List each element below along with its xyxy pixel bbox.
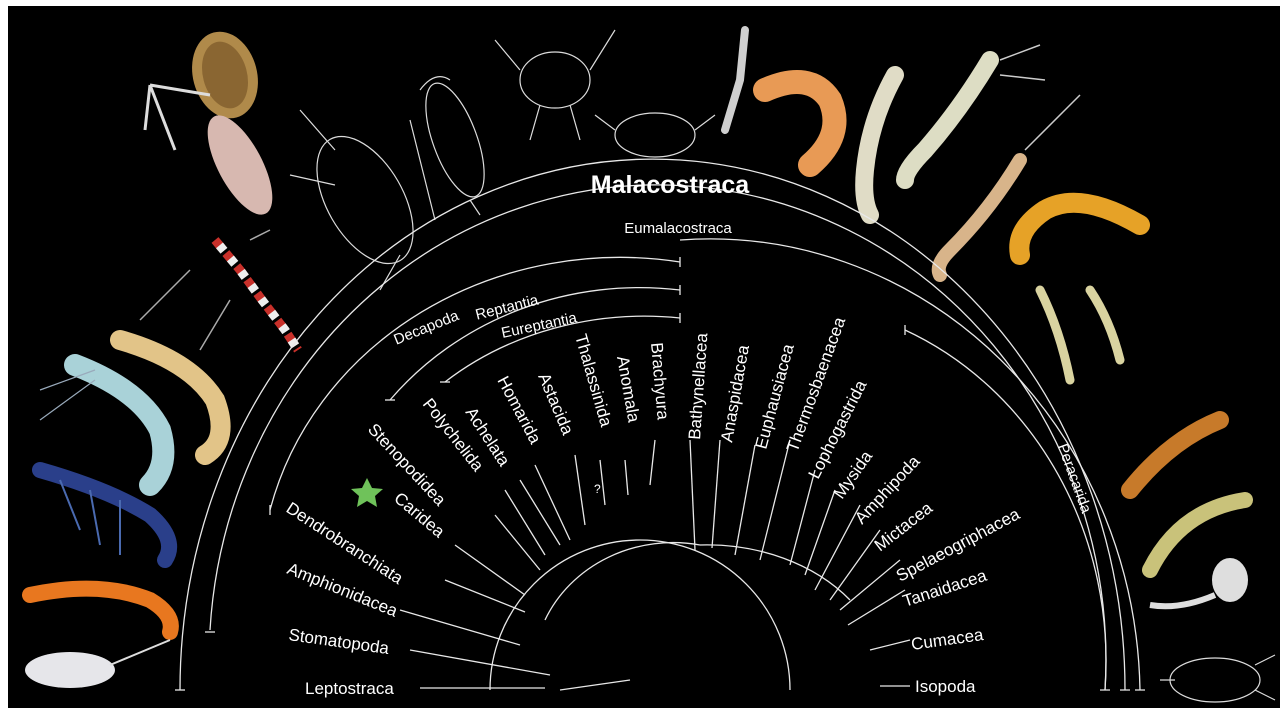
leaf-line	[650, 440, 655, 485]
leaf-line	[575, 455, 585, 525]
taxon-labels: Leptostraca Stomatopoda Amphionidacea De…	[283, 314, 1024, 698]
branch-line	[560, 680, 630, 690]
taxon-label: Cumacea	[910, 625, 985, 654]
crustacean-illustration	[595, 113, 715, 157]
leaf-line	[870, 640, 910, 650]
leaf-line	[712, 440, 720, 548]
uncertain-mark: ?	[594, 482, 601, 496]
taxon-label: Anaspidacea	[717, 343, 753, 444]
crustacean-illustration	[1130, 420, 1220, 490]
taxon-label: Astacida	[534, 370, 577, 438]
crustacean-illustration	[1019, 203, 1140, 255]
crustacean-illustration	[40, 365, 163, 485]
leaf-line	[805, 490, 835, 575]
taxon-label: Leptostraca	[305, 679, 394, 698]
page-title: Malacostraca	[591, 171, 751, 199]
taxon-label: Brachyura	[647, 342, 673, 421]
crustacean-illustration	[140, 230, 298, 350]
crustacean-illustration	[290, 110, 435, 290]
taxon-label: Isopoda	[915, 677, 976, 696]
leaf-line	[760, 440, 790, 560]
branch-arc	[210, 185, 1106, 690]
crustacean-illustration	[1150, 558, 1248, 606]
tree-branches	[175, 159, 1145, 690]
leaf-line	[505, 490, 545, 555]
leaf-line	[790, 470, 815, 565]
leaf-line	[600, 460, 605, 505]
crustacean-illustration	[25, 640, 170, 688]
leaf-line	[495, 515, 540, 570]
clade-label-eumalacostraca: Eumalacostraca	[624, 220, 732, 237]
branch-arc	[545, 543, 700, 620]
branch-arc	[490, 540, 790, 690]
leaf-line	[625, 460, 628, 495]
crustacean-illustration	[725, 30, 745, 130]
taxon-label: Stomatopoda	[287, 625, 390, 658]
crustacean-illustration	[765, 82, 835, 165]
crustacean-illustration	[30, 589, 171, 632]
crustacean-illustration	[864, 75, 895, 215]
leaf-line	[690, 440, 695, 550]
crustacean-illustration	[1160, 655, 1275, 702]
taxon-label: Anomala	[613, 354, 643, 424]
leaf-line	[735, 445, 755, 555]
crustacean-illustration	[1040, 290, 1120, 380]
star-icon	[351, 478, 383, 507]
taxon-label: Bathynellacea	[685, 332, 711, 440]
branch-arc	[700, 545, 850, 600]
leaf-line	[840, 560, 900, 610]
branch-arc	[180, 159, 1125, 690]
leaf-line	[400, 610, 520, 645]
leaf-line	[410, 650, 550, 675]
crustacean-illustration	[495, 30, 615, 140]
leaf-line	[445, 580, 525, 612]
crustacean-illustration	[183, 24, 268, 126]
leaf-line	[535, 465, 570, 540]
leaf-line	[520, 480, 560, 545]
leaf-line	[848, 590, 905, 625]
taxon-label: Thalassinida	[571, 332, 616, 430]
clade-label-decapoda: Decapoda	[391, 307, 461, 349]
